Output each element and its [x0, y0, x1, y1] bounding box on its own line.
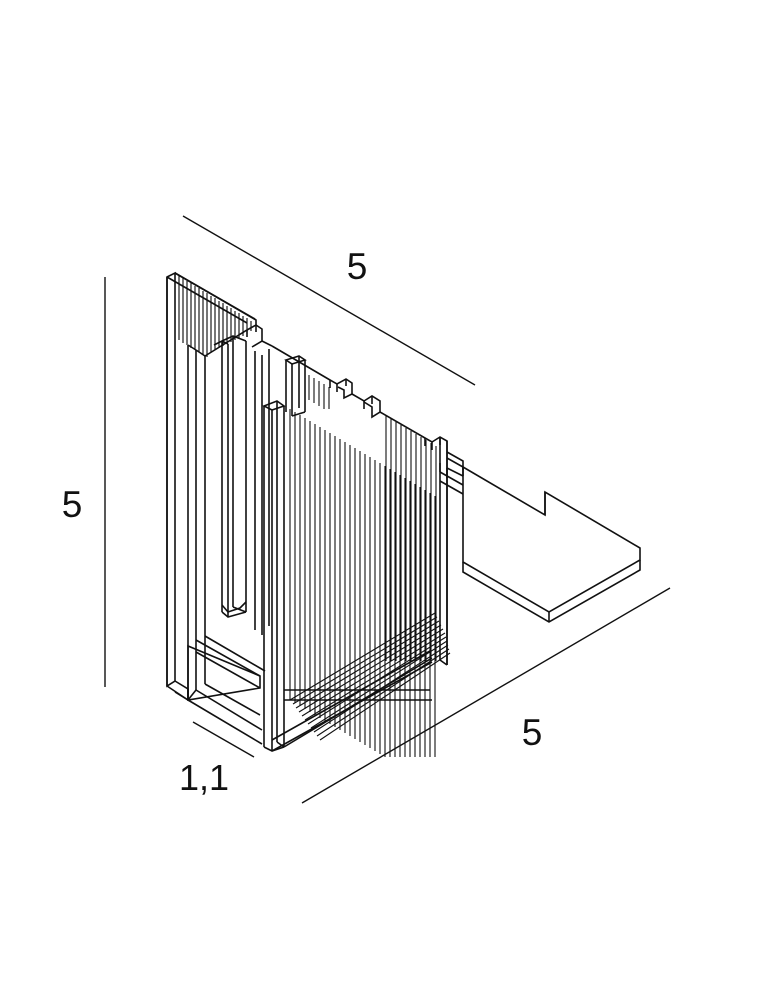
dimension-lines — [104, 215, 671, 804]
channel-inner-fins — [308, 375, 330, 409]
dimension-label-wall-thickness: 1,1 — [179, 757, 229, 798]
dimension-leader-wall-thickness — [192, 721, 255, 758]
plate-joint — [439, 468, 464, 495]
dimension-label-height-left: 5 — [62, 484, 83, 525]
left-wing-fins — [178, 276, 252, 357]
channel-floor-fins — [289, 612, 451, 741]
dimension-label-depth-bottom: 5 — [522, 712, 543, 753]
profile-geometry — [166, 271, 641, 757]
right-outer-fins — [385, 416, 437, 661]
right-channel-fins — [289, 409, 436, 757]
right-flat-plate — [439, 451, 641, 623]
dimension-label-length-top: 5 — [347, 246, 368, 287]
central-channel — [187, 324, 273, 745]
dimension-leader-depth-bottom — [301, 587, 671, 804]
centre-post — [284, 355, 307, 417]
dimension-leader-length-top — [182, 215, 476, 386]
